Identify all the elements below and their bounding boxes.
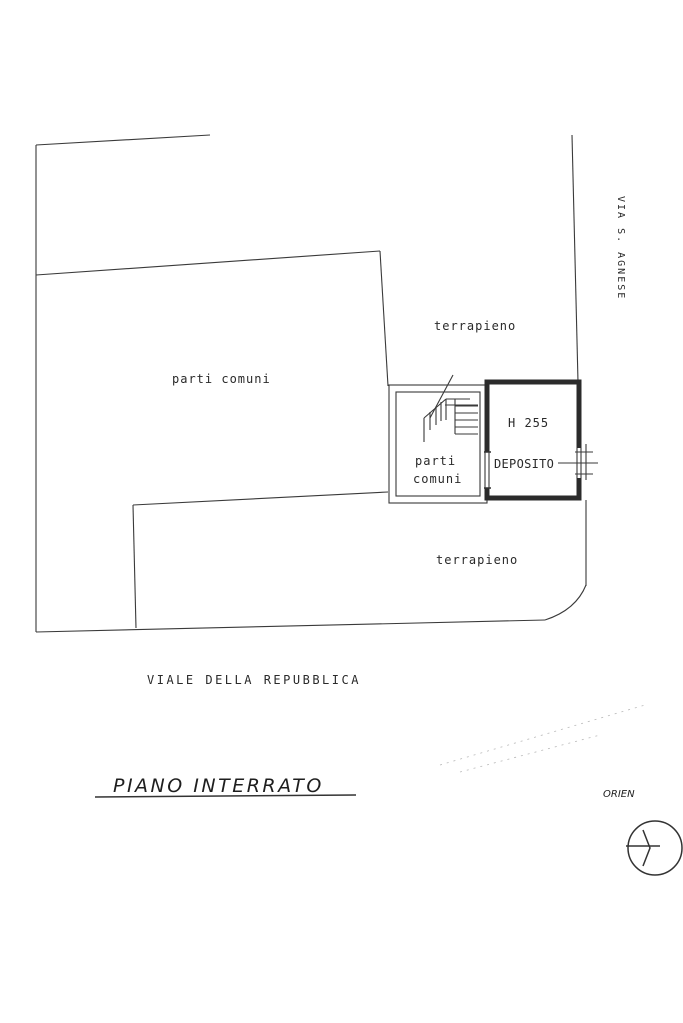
label-parti-small-2: comuni [413,472,462,486]
stair-block [388,374,488,504]
title-underline [94,794,357,798]
label-terrapieno-top: terrapieno [434,319,516,333]
boundary-lines [35,134,587,633]
plan-title: PIANO INTERRATO [113,775,324,797]
compass-icon [626,820,683,876]
street-right: VIA S. AGNESE [615,196,626,300]
deposito-room [484,379,598,501]
label-deposito: DEPOSITO [494,457,554,471]
label-room-height: H 255 [508,416,549,430]
label-parti-small-1: parti [415,454,456,468]
scan-marks [439,704,646,773]
label-terrapieno-bottom: terrapieno [436,553,518,567]
label-parti-comuni: parti comuni [172,372,271,386]
street-bottom: VIALE DELLA REPUBBLICA [147,673,361,687]
orientation-label: ORIEN [603,789,635,800]
